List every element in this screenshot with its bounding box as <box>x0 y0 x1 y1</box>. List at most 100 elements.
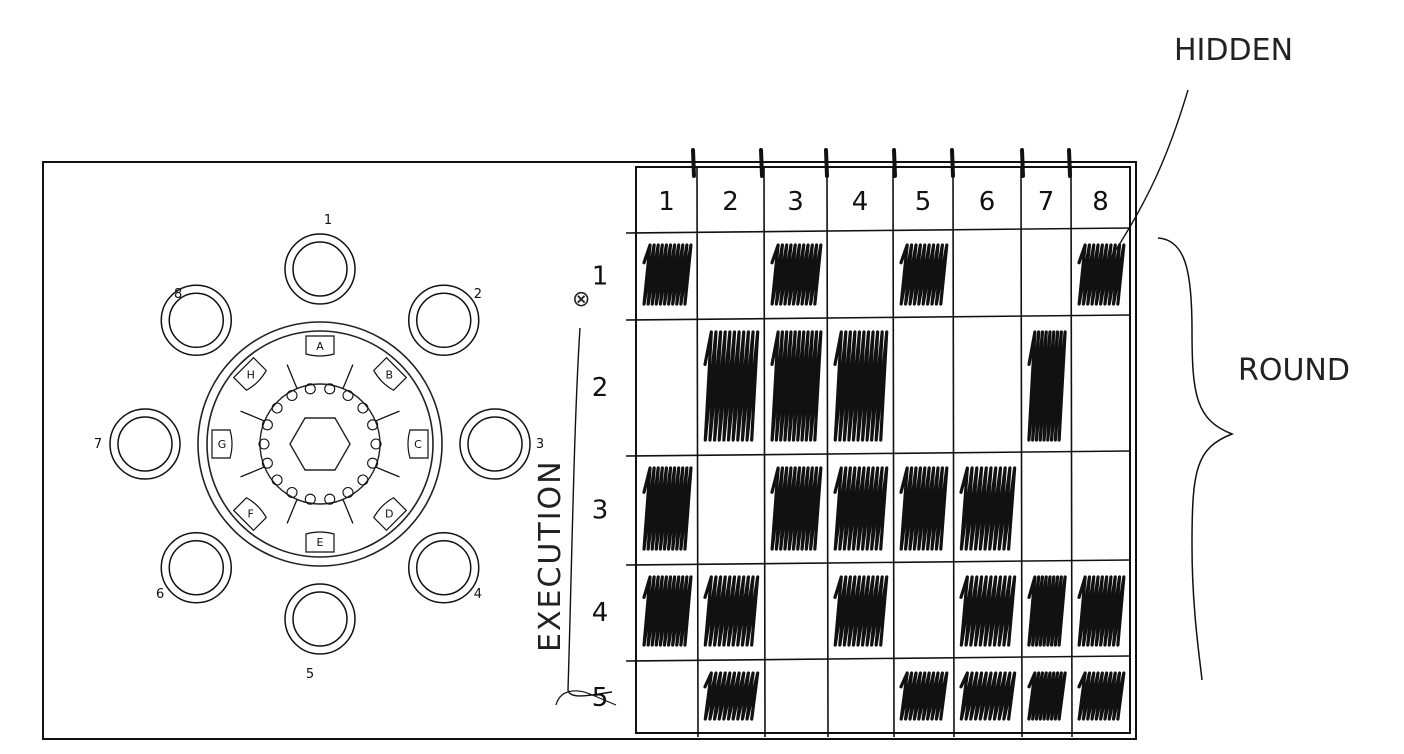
seat-1-inner <box>293 242 347 296</box>
execution-marker: ⊗ <box>572 287 590 312</box>
grid-tick <box>952 150 953 176</box>
seat-label-5: 5 <box>306 667 314 682</box>
filled-cell-r1-c5 <box>901 245 947 304</box>
slot-H: H <box>234 358 268 392</box>
filled-cell-r4-c8 <box>1079 577 1124 645</box>
seat-7-outer <box>110 409 180 479</box>
curl <box>287 487 297 497</box>
filled-cell-r4-c1 <box>644 577 691 645</box>
seat-4-outer <box>409 533 479 603</box>
filled-cell-r3-c3 <box>772 468 821 549</box>
filled-cell-r5-c5 <box>901 673 947 719</box>
grid-vline <box>893 167 894 737</box>
grid-tick <box>1069 150 1070 176</box>
grid-tick <box>826 150 827 176</box>
seat-label-6: 6 <box>156 587 164 602</box>
column-header-5: 5 <box>915 187 932 217</box>
spike <box>241 467 265 477</box>
filled-cell-r1-c3 <box>772 245 821 304</box>
column-header-4: 4 <box>852 187 869 217</box>
board: ABCDEFGH 12345678 <box>94 213 544 682</box>
slot-G: G <box>212 430 232 458</box>
column-header-3: 3 <box>787 187 804 217</box>
seat-7-inner <box>118 417 172 471</box>
column-header-1: 1 <box>658 187 675 217</box>
spike <box>343 365 353 389</box>
seat-6-outer <box>161 533 231 603</box>
grid-lines <box>626 167 1130 737</box>
grid-hline <box>626 315 1130 320</box>
seat-5-inner <box>293 592 347 646</box>
seat-2-inner <box>417 293 471 347</box>
center-hexagon <box>290 418 350 470</box>
slot-label-F: F <box>248 507 254 520</box>
filled-cell-r4-c4 <box>835 577 887 645</box>
seat-8-outer <box>161 285 231 355</box>
row-label-2: 2 <box>592 373 609 403</box>
seat-6-inner <box>169 541 223 595</box>
grid-tick <box>693 150 694 176</box>
seat-5-outer <box>285 584 355 654</box>
spike <box>375 467 399 477</box>
seat-label-1: 1 <box>324 213 332 228</box>
spike <box>375 411 399 421</box>
filled-cell-r3-c6 <box>961 468 1015 549</box>
inner-spikes <box>241 365 400 524</box>
column-header-2: 2 <box>722 187 739 217</box>
slot-label-A: A <box>316 340 324 353</box>
filled-cell-r3-c5 <box>901 468 947 549</box>
filled-cell-r4-c2 <box>705 577 758 645</box>
grid-hline <box>626 451 1130 456</box>
curl <box>343 487 353 497</box>
seat-3-inner <box>468 417 522 471</box>
curl <box>358 403 368 413</box>
slot-F: F <box>234 496 268 530</box>
curl <box>358 475 368 485</box>
grid-border <box>636 167 1130 733</box>
seat-label-4: 4 <box>474 587 482 602</box>
grid-hline <box>626 560 1130 565</box>
round-label: ROUND <box>1238 353 1350 388</box>
grid-vline <box>697 167 698 737</box>
slot-label-B: B <box>386 369 394 382</box>
filled-cell-r2-c4 <box>835 332 887 440</box>
hidden-label: HIDDEN <box>1174 33 1293 68</box>
seat-3-outer <box>460 409 530 479</box>
slot-B: B <box>372 358 406 392</box>
filled-cell-r1-c1 <box>644 245 691 304</box>
row-label-4: 4 <box>592 598 609 628</box>
slots: ABCDEFGH <box>212 336 428 552</box>
curl <box>343 391 353 401</box>
hidden-pointer <box>1104 90 1188 268</box>
curl <box>272 403 282 413</box>
grid-vline <box>827 167 828 737</box>
column-header-7: 7 <box>1038 187 1055 217</box>
slot-label-C: C <box>414 438 422 451</box>
slot-label-H: H <box>247 369 255 382</box>
row-label-3: 3 <box>592 496 609 526</box>
seat-4-inner <box>417 541 471 595</box>
slot-E: E <box>306 532 334 552</box>
filled-cell-r5-c7 <box>1029 673 1065 719</box>
seat-label-8: 8 <box>174 287 182 302</box>
curl <box>272 475 282 485</box>
filled-cell-r4-c6 <box>961 577 1015 645</box>
seat-1-outer <box>285 234 355 304</box>
filled-cell-r2-c3 <box>772 332 821 440</box>
grid-hline <box>626 228 1130 233</box>
slot-label-G: G <box>218 438 227 451</box>
seat-label-2: 2 <box>474 287 482 302</box>
grid-hline <box>626 656 1130 661</box>
grid-tick <box>894 150 895 176</box>
seat-label-7: 7 <box>94 437 102 452</box>
execution-label: EXECUTION <box>533 459 568 652</box>
outer-ring <box>198 322 442 566</box>
grid-vline <box>764 167 765 737</box>
grid-tick <box>761 150 762 176</box>
spike <box>343 499 353 523</box>
grid-tick <box>1022 150 1023 176</box>
seats: 12345678 <box>94 213 544 682</box>
filled-cell-r5-c6 <box>961 673 1015 719</box>
filled-cell-r1-c8 <box>1079 245 1124 304</box>
